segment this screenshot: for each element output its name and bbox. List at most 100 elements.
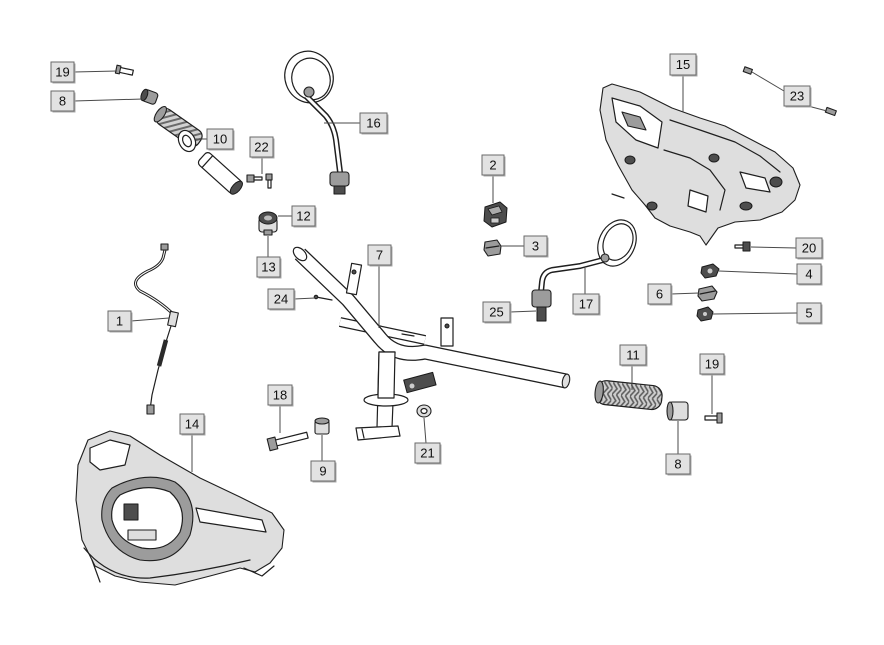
callout-9-shape <box>310 460 336 482</box>
callout-19-right-shape <box>699 353 725 375</box>
callout-21-shape <box>414 442 441 464</box>
front-handlebar-cover-part <box>75 430 285 586</box>
callout-20: 20 <box>750 237 824 260</box>
handlebar-part-shape <box>351 269 357 275</box>
throttle-cable-part-shape <box>160 243 169 251</box>
callout-2-shape <box>481 154 505 176</box>
handlebar-part-shape <box>295 249 568 388</box>
right-grip-part-shape <box>595 380 663 411</box>
right-grip-part <box>594 380 663 411</box>
right-mirror-part-shape <box>531 289 552 308</box>
switch-clamp-part <box>258 211 278 236</box>
callout-number: 17 <box>579 297 593 312</box>
rear-handlebar-cover-part-shape <box>687 189 709 213</box>
handlebar-part-shape <box>377 351 396 399</box>
callout-17: 17 <box>572 268 601 316</box>
mirror-mount-bolts-part <box>246 173 273 189</box>
callout-24-shape <box>293 297 316 300</box>
callout-12: 12 <box>278 205 317 228</box>
callout-7: 7 <box>367 244 393 328</box>
right-grip-part-shape <box>594 380 604 404</box>
callout-5-shape <box>712 312 798 315</box>
left-grip-part-shape-shape <box>201 155 214 169</box>
switch-clamp-part-shape <box>263 229 273 236</box>
callout-25-shape <box>509 310 537 313</box>
rear-handlebar-cover-part-shape <box>621 111 647 131</box>
callout-number: 19 <box>55 65 69 80</box>
callout-number: 1 <box>116 314 123 329</box>
throttle-cable-part-shape <box>156 339 169 367</box>
clip-6-part <box>697 285 718 302</box>
right-mirror-part-shape <box>602 223 634 261</box>
clip-5-part-shape <box>703 312 707 316</box>
handlebar-part-shape <box>561 373 571 389</box>
throttle-cable-part-shape <box>134 249 176 327</box>
rear-handlebar-cover-part-shape <box>739 171 771 193</box>
callout-number: 2 <box>489 158 496 173</box>
callout-number: 6 <box>656 287 663 302</box>
grip-end-bolt-right-part-shape <box>716 412 723 424</box>
callout-5: 5 <box>712 302 823 325</box>
callout-25-shape <box>482 301 511 323</box>
callout-3: 3 <box>501 235 549 258</box>
left-grip-part-shape <box>197 152 243 195</box>
callout-22: 22 <box>249 136 275 174</box>
callout-number: 7 <box>376 248 383 263</box>
callout-15: 15 <box>669 53 698 112</box>
switch-block-part-shape <box>485 245 500 249</box>
stem-bolt-part-shape <box>266 436 279 452</box>
callout-24-shape <box>267 288 295 310</box>
callout-8-top-left-shape <box>50 90 75 112</box>
left-grip-part-shape <box>153 105 203 147</box>
front-handlebar-cover-part-shape <box>195 507 267 533</box>
mirror-mount-bolts-part-shape <box>253 176 263 181</box>
callout-19-top-left-shape <box>73 70 118 73</box>
callout-6: 6 <box>647 283 700 306</box>
stem-nut-part <box>314 417 330 435</box>
callout-10-shape <box>206 128 234 150</box>
callout-number: 20 <box>802 241 816 256</box>
callout-number: 24 <box>274 292 288 307</box>
left-mirror-part-shape <box>291 57 331 101</box>
rear-handlebar-cover-part-shape <box>646 201 658 211</box>
callout-1-shape <box>107 310 132 332</box>
rear-handlebar-cover-part-shape <box>739 201 753 211</box>
handlebar-part-shape <box>401 333 415 337</box>
callout-21: 21 <box>414 417 442 465</box>
switch-block-part <box>483 239 502 257</box>
callout-4-shape <box>796 263 822 285</box>
bracket-pin-part-shape <box>313 294 319 300</box>
stem-nut-part-shape <box>314 417 330 425</box>
handlebar-switch-part <box>483 201 508 228</box>
callout-14-shape <box>179 413 205 435</box>
callout-number: 12 <box>296 209 310 224</box>
grip-end-bolt-right-part <box>704 412 723 424</box>
callout-number: 16 <box>366 116 380 131</box>
callout-number: 15 <box>676 57 690 72</box>
throttle-cable-part <box>134 243 179 415</box>
callout-14: 14 <box>179 413 206 472</box>
left-mirror-part <box>284 50 350 195</box>
switch-block-part-shape <box>483 239 502 257</box>
callout-13: 13 <box>256 236 282 279</box>
callout-number: 23 <box>790 89 804 104</box>
callout-23-shape <box>751 71 785 92</box>
callout-8-top-left-shape <box>73 98 144 102</box>
grip-end-cap-left-part-shape <box>140 88 149 102</box>
left-mirror-part-shape <box>333 185 346 195</box>
cover-pin-left-part-shape <box>742 66 753 75</box>
left-mirror-part-shape <box>329 171 350 187</box>
callout-16-shape <box>359 112 388 134</box>
callout-number: 8 <box>59 94 66 109</box>
rear-handlebar-cover-part-shape <box>611 193 625 199</box>
rear-handlebar-cover-part-shape <box>624 155 636 165</box>
clip-6-part-shape <box>699 290 716 295</box>
callout-number: 4 <box>805 267 812 282</box>
left-mirror-part-shape <box>304 94 342 173</box>
callout-18: 18 <box>267 384 294 433</box>
callout-25: 25 <box>482 301 537 324</box>
clip-5-part <box>696 306 714 322</box>
stem-washer-part-shape <box>420 407 428 415</box>
callout-20-shape <box>795 237 823 259</box>
left-grip-part-shape <box>177 129 197 153</box>
